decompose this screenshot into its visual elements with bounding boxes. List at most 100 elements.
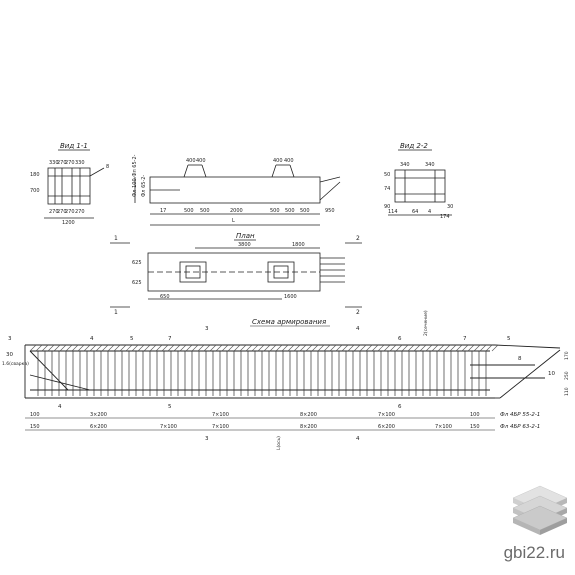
dim: 270 xyxy=(57,209,67,215)
section-marker: 1 xyxy=(114,235,118,242)
hatch-line xyxy=(113,344,121,352)
dim: 500 xyxy=(184,208,194,214)
callout: 10 xyxy=(548,371,555,377)
dimension-rows xyxy=(25,417,495,431)
hatch-line xyxy=(317,344,325,352)
hatch-line xyxy=(215,344,223,352)
side-label: Фл 65-2- xyxy=(141,175,147,197)
hatch-line xyxy=(305,344,313,352)
dim: 330 xyxy=(75,160,85,166)
hatch-line xyxy=(239,344,247,352)
hatch-line xyxy=(185,344,193,352)
dim: 114 xyxy=(388,209,398,215)
hatch-line xyxy=(473,344,481,352)
dim: 6×200 xyxy=(90,424,107,430)
hatch-line xyxy=(29,344,37,352)
side-label: Фл 100 Фл 65-2- xyxy=(132,154,138,197)
callout: 3 xyxy=(8,336,12,342)
top-hatch xyxy=(29,344,499,352)
dim: 90 xyxy=(384,204,390,210)
dim: 100 xyxy=(470,412,480,418)
dim: 30 xyxy=(447,204,453,210)
dim: 174 xyxy=(440,214,450,220)
dim: 500 xyxy=(300,208,310,214)
hatch-line xyxy=(191,344,199,352)
view2-title: Вид 2-2 xyxy=(400,142,428,150)
dim: 270 xyxy=(49,209,59,215)
dim: 950 xyxy=(325,208,335,214)
hatch-line xyxy=(281,344,289,352)
dim: 340 xyxy=(425,162,435,168)
hatch-line xyxy=(59,344,67,352)
dim: 1600 xyxy=(284,294,297,300)
callout: 5 xyxy=(168,404,172,410)
hatch-line xyxy=(95,344,103,352)
dim: 1800 xyxy=(292,242,305,248)
hatch-line xyxy=(359,344,367,352)
hatch-line xyxy=(179,344,187,352)
hatch-line xyxy=(137,344,145,352)
callout: 6 xyxy=(398,336,402,342)
dim: 625 xyxy=(132,260,142,266)
hatch-line xyxy=(203,344,211,352)
dim: 500 xyxy=(285,208,295,214)
callout: 5 xyxy=(130,336,134,342)
hatch-line xyxy=(413,344,421,352)
dim: 150 xyxy=(30,424,40,430)
hatch-line xyxy=(221,344,229,352)
hatch-line xyxy=(479,344,487,352)
hatch-line xyxy=(341,344,349,352)
dim: 2000 xyxy=(230,208,243,214)
hatch-line xyxy=(131,344,139,352)
hatch-line xyxy=(161,344,169,352)
product-label: Фл 4БР 63-2-1 xyxy=(500,424,540,430)
callout: 8 xyxy=(518,356,522,362)
hatch-line xyxy=(167,344,175,352)
dim: 3×200 xyxy=(90,412,107,418)
view1-dim-labels: 330 270 270 330 180 1200 700 270 270 270… xyxy=(30,160,109,226)
dim: 340 xyxy=(400,162,410,168)
dim: 7×100 xyxy=(378,412,395,418)
hatch-line xyxy=(323,344,331,352)
right-dim: 110 xyxy=(564,387,570,396)
plan: План xyxy=(110,232,362,308)
watermark: gbi22.ru xyxy=(503,543,565,562)
hatch-line xyxy=(53,344,61,352)
hatch-line xyxy=(77,344,85,352)
hatch-line xyxy=(233,344,241,352)
hatch-line xyxy=(119,344,127,352)
dim: 64 xyxy=(412,209,418,215)
dim: 8×200 xyxy=(300,412,317,418)
hatch-line xyxy=(329,344,337,352)
hatch-line xyxy=(335,344,343,352)
hatch-line xyxy=(71,344,79,352)
hatch-line xyxy=(245,344,253,352)
hatch-line xyxy=(491,344,499,352)
hatch-line xyxy=(263,344,271,352)
dim: 700 xyxy=(30,188,40,194)
vertical-mark: L(ось) xyxy=(276,436,282,450)
left-dim: 30 xyxy=(6,352,13,358)
view-1-1: Вид 1-1 xyxy=(44,142,105,219)
dimension-row-1: 100 3×200 7×100 8×200 7×100 100 xyxy=(30,412,480,418)
dim: 400 xyxy=(284,158,294,164)
hatch-line xyxy=(197,344,205,352)
dim: 7×100 xyxy=(212,412,229,418)
dim: 500 xyxy=(270,208,280,214)
hatch-line xyxy=(311,344,319,352)
dim: 330 xyxy=(49,160,59,166)
hatch-line xyxy=(389,344,397,352)
dim: 400 xyxy=(273,158,283,164)
hatch-line xyxy=(125,344,133,352)
dim: 3800 xyxy=(238,242,251,248)
dim: 100 xyxy=(30,412,40,418)
dim: 7×100 xyxy=(160,424,177,430)
hatch-line xyxy=(257,344,265,352)
dim: 270 xyxy=(65,209,75,215)
hatch-line xyxy=(155,344,163,352)
hatch-line xyxy=(107,344,115,352)
hatch-line xyxy=(383,344,391,352)
hatch-line xyxy=(455,344,463,352)
dim-length: L xyxy=(232,218,235,224)
